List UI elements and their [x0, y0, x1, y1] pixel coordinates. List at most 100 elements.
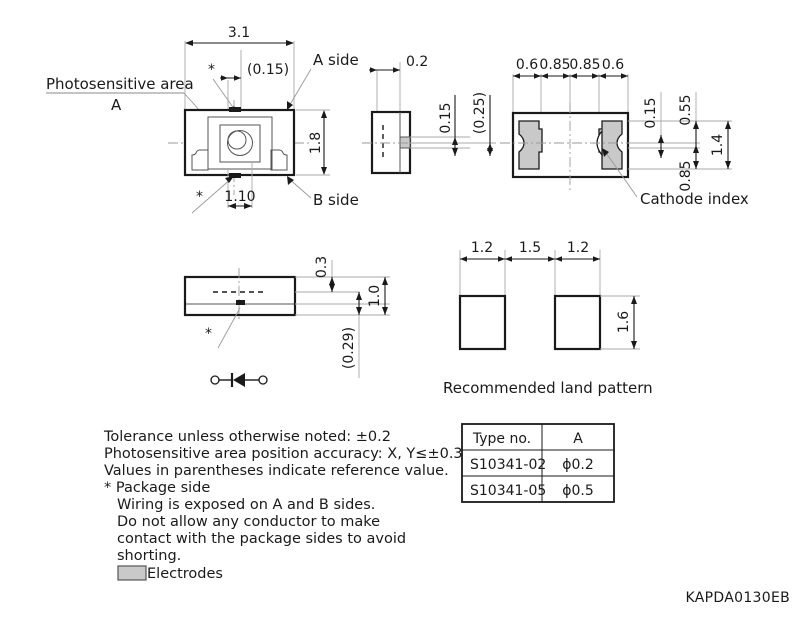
arrow-head — [498, 256, 505, 262]
dim-side-025: (0.25) — [472, 92, 488, 134]
arrow-head — [321, 167, 327, 175]
land-pad-left — [458, 294, 507, 351]
arrow-head — [487, 148, 493, 156]
arrow-head — [592, 73, 599, 79]
table-cell-a-1: ɸ0.5 — [562, 483, 594, 499]
dim-elevation-h2: 1.0 — [367, 285, 383, 307]
label-cathode-index: Cathode index — [640, 190, 749, 208]
star-marker-elevation: * — [205, 326, 212, 342]
side-electrode-pad — [399, 136, 411, 149]
arrow-head — [225, 176, 234, 183]
arrow-head — [460, 256, 467, 262]
note-line-7: shorting. — [117, 548, 181, 564]
note-line-0: Tolerance unless otherwise noted: ±0.2 — [103, 429, 391, 445]
arrow-head — [505, 256, 512, 262]
arrow-head — [658, 150, 664, 158]
dim-side-015: 0.15 — [438, 102, 454, 133]
leader-line — [217, 307, 241, 349]
label-photosensitive-area: Photosensitive area — [46, 75, 194, 93]
dim-land-w1: 1.2 — [471, 240, 493, 256]
electrode-corner-left — [191, 149, 209, 171]
table-cell-a-0: ɸ0.2 — [562, 457, 594, 473]
table-header-type: Type no. — [472, 431, 531, 447]
note-line-1: Photosensitive area position accuracy: X… — [104, 446, 463, 462]
dim-bottom-d1: 0.6 — [516, 57, 538, 73]
arrow-head — [382, 277, 388, 285]
table-cell-type-1: S10341-05 — [470, 483, 546, 499]
arrow-head — [356, 292, 362, 300]
land-pattern-title: Recommended land pattern — [443, 379, 653, 397]
arrow-head — [548, 256, 555, 262]
drawing-code: KAPDA0130EB — [686, 590, 790, 606]
arrow-head — [693, 161, 699, 169]
note-line-5: Do not allow any conductor to make — [117, 514, 380, 530]
arrow-head — [725, 161, 731, 169]
dim-bottom-v1: 0.15 — [643, 97, 659, 128]
dim-bottom-v2: 0.55 — [678, 94, 694, 125]
arrow-head — [693, 121, 699, 129]
electrode-pad-right — [598, 120, 623, 170]
inner-frame-outer — [207, 116, 273, 170]
inner-frame-inner — [219, 124, 261, 163]
note-line-4: Wiring is exposed on A and B sides. — [117, 497, 375, 513]
diode-terminal-right — [258, 375, 268, 385]
arrow-head — [631, 296, 637, 304]
top-view-group: 3.1 (0.15) * A side B side Photosensitiv… — [46, 25, 359, 214]
dim-land-height: 1.6 — [616, 311, 632, 333]
label-a-side: A side — [313, 51, 359, 69]
table-cell-type-0: S10341-02 — [470, 457, 546, 473]
dim-bottom-v4: 1.4 — [710, 134, 726, 156]
dim-offset-ref: (0.15) — [247, 62, 289, 78]
land-pad-right — [553, 294, 602, 351]
dim-land-w2: 1.2 — [567, 240, 589, 256]
land-pattern-group: 1.2 1.5 1.2 1.6 Recommended land pattern — [443, 240, 653, 397]
electrode-legend-swatch — [117, 565, 147, 581]
arrow-head — [370, 67, 377, 73]
dim-top-width: 3.1 — [228, 25, 250, 41]
arrow-head — [693, 145, 699, 153]
label-b-side: B side — [313, 191, 359, 209]
dim-window-width: 1.10 — [224, 189, 255, 205]
notes-block: Tolerance unless otherwise noted: ±0.2 P… — [103, 429, 463, 582]
arrow-head — [287, 101, 293, 110]
note-line-3: * Package side — [104, 480, 210, 496]
electrode-corner-right — [270, 149, 288, 171]
dim-side-thickness: 0.2 — [406, 54, 428, 70]
arrow-head — [286, 40, 294, 46]
dim-bottom-d3: 0.85 — [569, 57, 600, 73]
dim-land-gap: 1.5 — [519, 240, 541, 256]
table-border — [461, 423, 615, 503]
alignment-mark-bottom — [229, 173, 241, 178]
arrow-head — [244, 203, 252, 209]
arrow-head — [393, 67, 400, 73]
arrow-head — [452, 148, 458, 156]
arrow-head — [513, 73, 520, 79]
star-marker-bottom: * — [196, 189, 203, 205]
table-header-a: A — [573, 431, 583, 447]
electrode-pad-left — [518, 120, 543, 170]
arrow-head — [234, 75, 241, 81]
leader-line — [603, 149, 638, 198]
arrow-head — [593, 256, 600, 262]
star-marker-top: * — [208, 62, 215, 78]
leader-line — [287, 68, 312, 109]
arrow-head — [185, 40, 193, 46]
dim-bottom-d4: 0.6 — [602, 57, 624, 73]
arrow-head — [555, 256, 562, 262]
arrow-head — [321, 110, 327, 118]
arrow-head — [287, 176, 294, 185]
dim-elevation-h1: 0.3 — [314, 256, 330, 278]
arrow-head — [356, 307, 362, 315]
leader-line — [191, 177, 233, 214]
dim-top-height: 1.8 — [308, 132, 324, 154]
arrow-head — [534, 73, 541, 79]
arrow-head — [228, 203, 236, 209]
arrow-head — [563, 73, 570, 79]
side-view-group: 0.2 0.15 (0.25) — [362, 54, 496, 175]
photosensitive-circle-inner — [227, 130, 247, 150]
dim-elevation-h3: (0.29) — [341, 327, 357, 369]
dim-bottom-d2: 0.85 — [539, 57, 570, 73]
arrow-head — [221, 75, 228, 81]
